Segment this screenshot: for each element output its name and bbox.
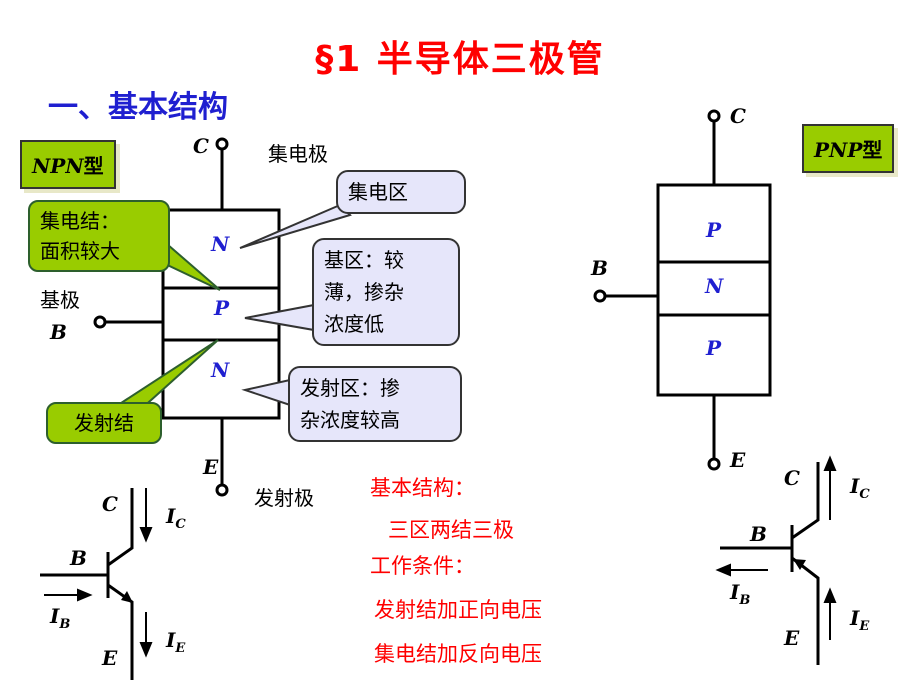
npn-symbol-ic: IC <box>166 504 186 532</box>
pnp-symbol-b: B <box>750 522 767 546</box>
pnp-ib-main: I <box>730 580 740 604</box>
note-structure-body: 三区两结三极 <box>388 518 514 542</box>
pnp-region-collector: P <box>706 218 722 242</box>
npn-base-letter: B <box>50 320 67 344</box>
pnp-ib-sub: B <box>739 593 751 608</box>
npn-base-terminal <box>93 315 107 329</box>
pnp-symbol-ic: IC <box>850 474 870 502</box>
pnp-ie-main: I <box>850 606 860 630</box>
collector-junction-callout: 集电结： 面积较大 <box>28 200 170 272</box>
pnp-emitter-arrow <box>793 559 806 570</box>
pnp-collector-letter: C <box>730 104 746 128</box>
pnp-ie-sub: E <box>859 619 870 634</box>
note-collector-reverse: 集电结加反向电压 <box>374 642 542 666</box>
pnp-region-base: N <box>705 274 724 298</box>
npn-emitter-letter: E <box>203 455 219 479</box>
pnp-symbol-ie: IE <box>850 606 869 634</box>
pnp-symbol-c: C <box>784 466 800 490</box>
pnp-base-letter: B <box>591 256 608 280</box>
npn-symbol-ie: IE <box>166 628 185 656</box>
pnp-symbol-ib: IB <box>730 580 750 608</box>
note-condition-heading: 工作条件： <box>370 554 475 578</box>
emitter-junction-callout: 发射结 <box>46 402 162 444</box>
emitter-region-pointer <box>241 378 291 407</box>
ie-main: I <box>166 628 176 652</box>
base-region-line1: 基区：较 <box>324 248 404 272</box>
ib-main: I <box>50 604 60 628</box>
npn-region-emitter: N <box>211 358 230 382</box>
base-region-line2: 薄，掺杂 <box>324 280 404 304</box>
npn-type-tag: NPN型 <box>20 140 116 189</box>
ib-sub: B <box>59 617 71 632</box>
pnp-emitter-terminal <box>707 457 721 471</box>
pnp-structure <box>604 120 772 460</box>
page-title: §1 半导体三极管 <box>315 39 605 80</box>
base-region-callout: 基区：较 薄，掺杂 浓度低 <box>312 238 460 346</box>
section-heading: 一、基本结构 <box>48 90 228 125</box>
npn-current-arrows <box>44 488 153 658</box>
emitter-junction-text: 发射结 <box>74 411 134 435</box>
ie-sub: E <box>175 641 186 656</box>
pnp-base-terminal <box>593 289 607 303</box>
npn-symbol-e: E <box>102 646 118 670</box>
collector-region-text: 集电区 <box>348 180 408 204</box>
npn-emitter-arrow <box>121 591 133 603</box>
emitter-region-line1: 发射区：掺 <box>300 376 400 400</box>
pnp-collector-terminal <box>707 109 721 123</box>
npn-collector-terminal <box>215 137 229 151</box>
collector-junction-line1: 集电结： <box>40 209 120 233</box>
pnp-current-arrows <box>715 455 837 640</box>
emitter-region-line2: 杂浓度较高 <box>300 408 400 432</box>
pnp-type-tag: PNP型 <box>802 124 895 173</box>
npn-region-collector: N <box>211 232 230 256</box>
collector-region-callout: 集电区 <box>336 170 466 214</box>
npn-base-text: 基极 <box>40 288 80 312</box>
npn-structure <box>104 148 281 486</box>
base-region-line3: 浓度低 <box>324 312 384 336</box>
emitter-region-callout: 发射区：掺 杂浓度较高 <box>288 366 462 442</box>
npn-symbol-b: B <box>70 546 87 570</box>
npn-symbol-ib: IB <box>50 604 70 632</box>
npn-collector-letter: C <box>193 134 209 158</box>
ic-sub: C <box>175 517 186 532</box>
pnp-symbol-e: E <box>784 626 800 650</box>
npn-region-base: P <box>214 296 230 320</box>
pnp-ic-main: I <box>850 474 860 498</box>
npn-collector-text: 集电极 <box>268 142 328 166</box>
collector-junction-line2: 面积较大 <box>40 239 120 263</box>
npn-emitter-terminal <box>215 483 229 497</box>
npn-tag-label: NPN <box>32 154 84 178</box>
note-structure-heading: 基本结构： <box>370 476 475 500</box>
npn-tag-suffix: 型 <box>83 154 104 178</box>
pnp-region-emitter: P <box>706 336 722 360</box>
pnp-tag-suffix: 型 <box>862 138 883 162</box>
pnp-emitter-letter: E <box>730 448 746 472</box>
emitter-junction-pointer <box>115 339 219 412</box>
pnp-ic-sub: C <box>859 487 870 502</box>
pnp-tag-label: PNP <box>814 138 863 162</box>
npn-emitter-text: 发射极 <box>254 486 314 510</box>
note-emitter-forward: 发射结加正向电压 <box>374 598 542 622</box>
npn-symbol-c: C <box>102 492 118 516</box>
ic-main: I <box>166 504 176 528</box>
npn-symbol <box>40 488 134 680</box>
